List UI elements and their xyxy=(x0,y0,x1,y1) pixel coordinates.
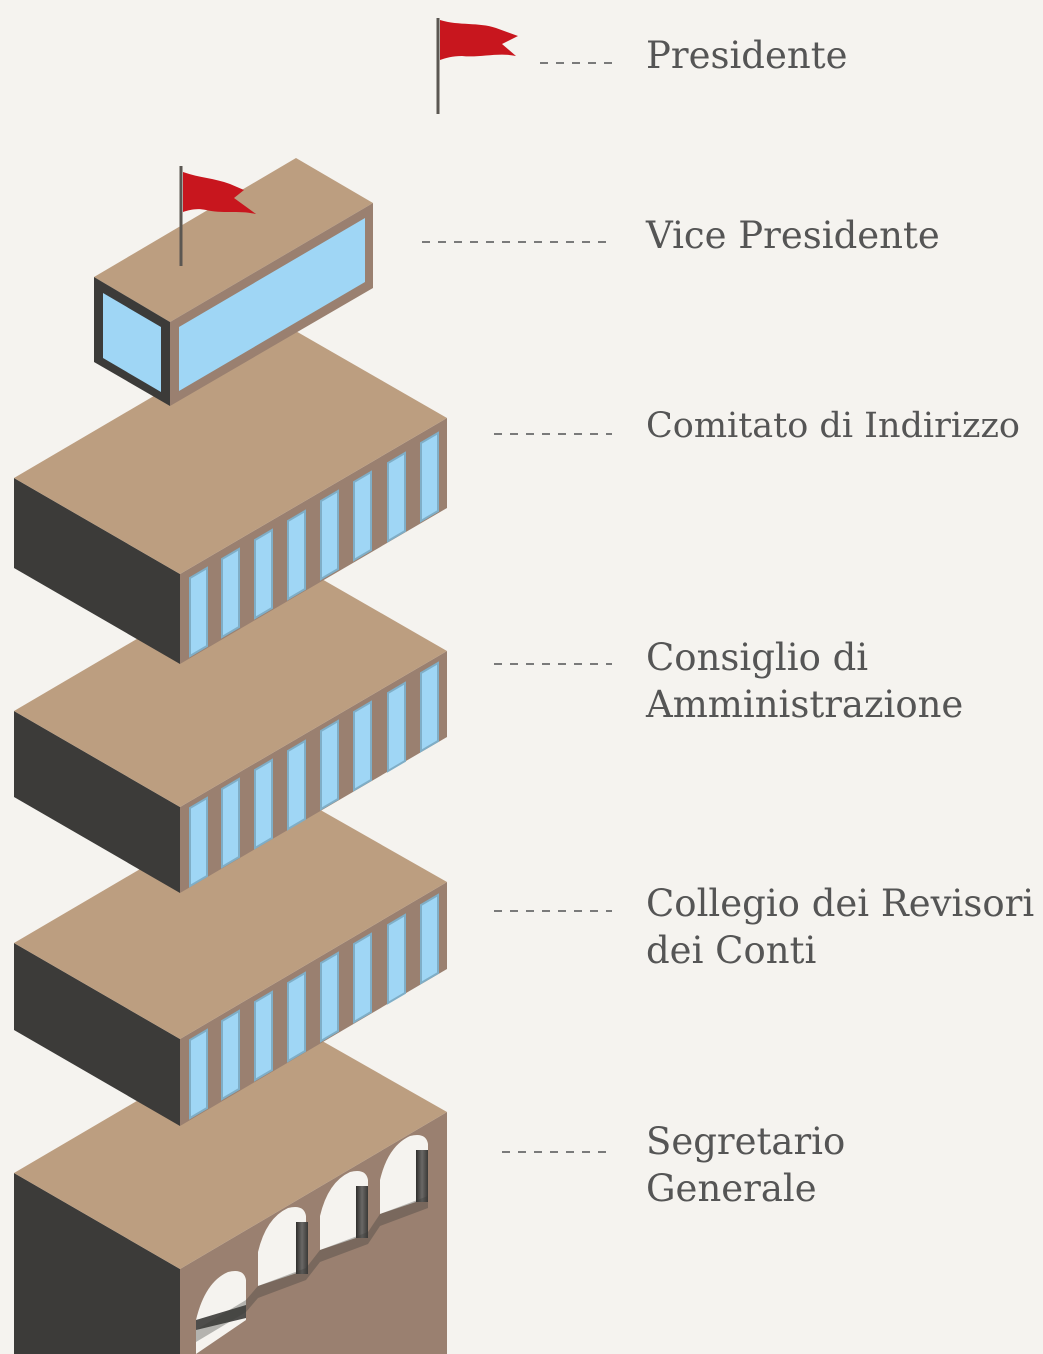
vice-presidente-block xyxy=(94,158,373,406)
comitato-label: Comitato di Indirizzo xyxy=(646,403,1020,450)
collegio-label: Collegio dei Revisori dei Conti xyxy=(646,880,1034,974)
legend-flag-icon xyxy=(436,18,518,114)
comitato-text: Comitato di Indirizzo xyxy=(646,406,1020,446)
building-flag-icon xyxy=(179,166,256,266)
segretario-line-2: Generale xyxy=(646,1167,817,1210)
collegio-line-1: Collegio dei Revisori xyxy=(646,882,1035,925)
segretario-label: Segretario Generale xyxy=(646,1118,845,1212)
vice-presidente-label: Vice Presidente xyxy=(646,212,940,259)
presidente-text: Presidente xyxy=(646,34,848,77)
collegio-line-2: dei Conti xyxy=(646,929,817,972)
comitato-block xyxy=(14,322,447,664)
consiglio-label: Consiglio di Amministrazione xyxy=(646,634,963,728)
consiglio-line-1: Consiglio di xyxy=(646,636,869,679)
segretario-line-1: Segretario xyxy=(646,1120,846,1163)
vice-presidente-text: Vice Presidente xyxy=(646,214,940,257)
consiglio-block xyxy=(14,555,447,893)
presidente-label: Presidente xyxy=(646,32,847,79)
segretario-block xyxy=(14,1017,447,1354)
consiglio-line-2: Amministrazione xyxy=(646,683,964,726)
collegio-block xyxy=(14,787,447,1126)
